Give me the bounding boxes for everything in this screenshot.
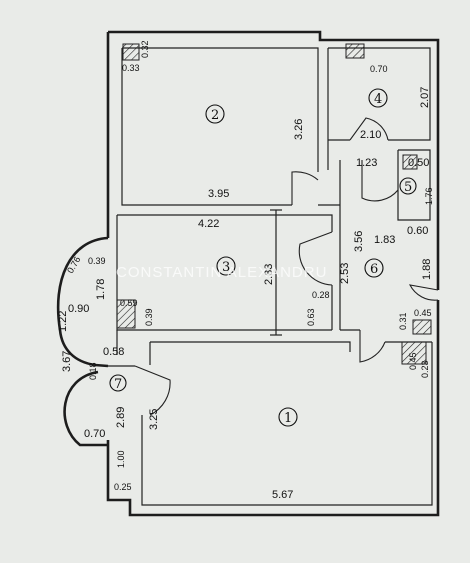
dimension-labels: 0.33 0.32 3.26 3.95 0.70 2.07 2.10 1.23 … (57, 40, 434, 501)
dim-label: 1.83 (374, 234, 395, 246)
dim-label: 0.76 (65, 255, 82, 275)
dim-label: 2.89 (115, 407, 127, 428)
dim-label: 0.45 (414, 308, 432, 318)
dim-label: 0.23 (420, 360, 430, 378)
dim-label: 1.23 (356, 157, 377, 169)
dim-label: 0.25 (114, 482, 132, 492)
room-1-number: 1 (284, 411, 292, 426)
dim-label: 0.60 (407, 225, 428, 237)
room-5-number: 5 (404, 180, 412, 195)
room-6-number: 6 (370, 262, 378, 277)
dim-label: 0.39 (88, 256, 106, 266)
dim-label: 0.39 (144, 308, 154, 326)
dim-label: 1.78 (95, 279, 107, 300)
dim-label: 0.32 (140, 40, 150, 58)
dim-label: 1.22 (57, 311, 69, 332)
dim-label: 2.10 (360, 129, 381, 141)
room-2-number: 2 (211, 108, 219, 123)
dim-label: 0.63 (306, 308, 316, 326)
dim-label: 0.31 (398, 312, 408, 330)
dim-label: 0.33 (122, 63, 140, 73)
doors (134, 117, 439, 416)
dim-label: 1.00 (116, 450, 126, 468)
dim-label: 1.76 (424, 187, 434, 205)
dim-label: 0.70 (370, 64, 388, 74)
interior-walls (108, 47, 433, 506)
room-7-number: 7 (114, 377, 122, 392)
outer-walls (56, 30, 440, 517)
dim-label: 3.56 (353, 231, 365, 252)
dim-label: 0.28 (312, 290, 330, 300)
dim-label: 0.50 (408, 157, 429, 169)
dim-label: 0.70 (84, 428, 105, 440)
dim-label: 2.33 (263, 264, 275, 285)
dim-label: 3.67 (61, 351, 73, 372)
dim-label: 0.58 (103, 346, 124, 358)
dim-label: 0.45 (408, 352, 418, 370)
dim-label: 1.88 (421, 259, 433, 280)
dim-label: 3.25 (148, 409, 160, 430)
dim-label: 4.22 (198, 218, 219, 230)
dim-label: 3.95 (208, 188, 229, 200)
dim-label: 0.59 (120, 298, 138, 308)
dim-label: 3.26 (293, 119, 305, 140)
room-3-number: 3 (222, 260, 230, 275)
room3-dimension-lines (270, 209, 282, 336)
room-labels: 1 2 3 4 5 6 7 (109, 88, 417, 427)
room-4-number: 4 (374, 92, 382, 107)
dim-label: 0.90 (68, 303, 89, 315)
watermark-text: CONSTANTIN ALEXANDRU (116, 264, 327, 281)
dim-label: 0.18 (88, 362, 98, 380)
dim-label: 2.53 (339, 263, 351, 284)
dim-label: 2.07 (419, 87, 431, 108)
hatched-columns (116, 43, 432, 365)
dim-label: 5.67 (272, 489, 293, 501)
